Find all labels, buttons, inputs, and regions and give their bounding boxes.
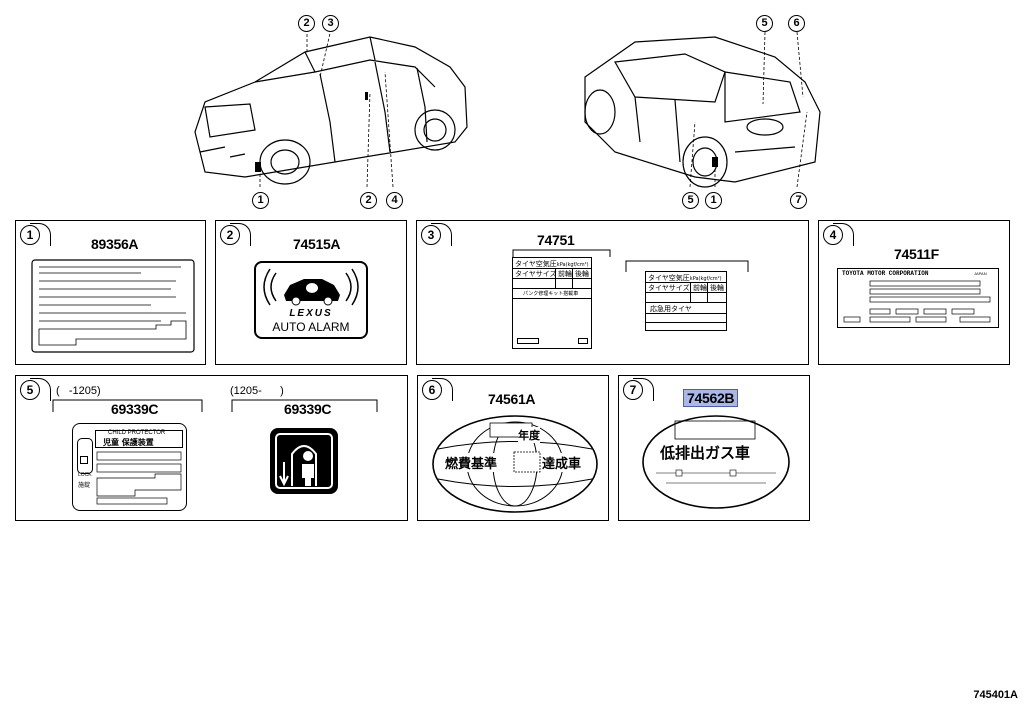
tire-a-front: 前輪 bbox=[558, 270, 572, 278]
callout-front-4: 4 bbox=[386, 192, 403, 209]
child-protector-jp: 児童 保護装置 bbox=[103, 438, 154, 447]
panel-6-part-number[interactable]: 74561A bbox=[488, 391, 536, 407]
panel-4-number: 4 bbox=[823, 225, 843, 245]
tire-a-unit: kPa(kgf/cm²) bbox=[556, 262, 589, 268]
panel-2-number: 2 bbox=[220, 225, 240, 245]
tire-b-note: 応急用タイヤ bbox=[650, 305, 692, 313]
car-alarm-icon bbox=[263, 268, 359, 306]
child-lock-icon-label bbox=[270, 428, 338, 494]
tire-pressure-label-a: タイヤ空気圧kPa(kgf/cm²) タイヤサイズ 前輪 後輪 パンク修理キット… bbox=[512, 257, 592, 349]
alarm-caption: AUTO ALARM bbox=[272, 320, 350, 334]
fuel-standard-text: 燃費基準 bbox=[445, 453, 498, 472]
callout-front-2-bottom: 2 bbox=[360, 192, 377, 209]
panel-5: 5 ( -1205) (1205- ) 69339C 69339C CHILD … bbox=[15, 375, 408, 521]
panel-2-part-number[interactable]: 74515A bbox=[293, 236, 341, 252]
range-b-label: (1205- ) bbox=[230, 385, 284, 397]
panel-2-corner bbox=[230, 223, 251, 246]
callout-rear-5-bottom: 5 bbox=[682, 192, 699, 209]
tire-pressure-label-b: タイヤ空気圧kPa(kgf/cm²) タイヤサイズ 前輪 後輪 応急用タイヤ bbox=[645, 271, 727, 331]
range-a-label: ( -1205) bbox=[56, 385, 101, 397]
part-leader-line bbox=[512, 249, 611, 257]
panel-4-corner bbox=[833, 223, 854, 246]
panel-6-corner bbox=[432, 378, 453, 401]
panel-5b-part-number[interactable]: 69339C bbox=[284, 401, 332, 417]
panel-1: 1 89356A bbox=[15, 220, 206, 365]
tire-b-unit: kPa(kgf/cm²) bbox=[689, 276, 722, 282]
panel-2: 2 74515A LEXUS AUTO ALARM bbox=[215, 220, 407, 365]
alarm-brand-text: LEXUS bbox=[289, 308, 333, 319]
panel-6: 6 74561A 年度 燃費基準 達成車 bbox=[417, 375, 609, 521]
panel-5a-part-number[interactable]: 69339C bbox=[111, 401, 159, 417]
panel-5-corner bbox=[30, 378, 51, 401]
vin-plate-country: JAPAN bbox=[974, 271, 987, 276]
vin-plate-maker: TOYOTA MOTOR CORPORATION bbox=[842, 270, 929, 277]
panel-7: 7 74562B 低排出ガス車 bbox=[618, 375, 810, 521]
panel-3-number: 3 bbox=[421, 225, 441, 245]
callout-front-1: 1 bbox=[252, 192, 269, 209]
vin-plate-label: TOYOTA MOTOR CORPORATION JAPAN bbox=[837, 268, 999, 328]
callout-rear-6: 6 bbox=[788, 15, 805, 32]
callout-front-3: 3 bbox=[322, 15, 339, 32]
panel-3-corner bbox=[431, 223, 452, 246]
tire-a-title: タイヤ空気圧 bbox=[515, 260, 557, 268]
lock-text: LOCK bbox=[78, 472, 92, 478]
panel-7-corner bbox=[633, 378, 654, 401]
fuel-achieved-text: 達成車 bbox=[542, 453, 582, 472]
tire-b-size: タイヤサイズ bbox=[648, 284, 690, 292]
callout-rear-5-top: 5 bbox=[756, 15, 773, 32]
panel-3-part-number[interactable]: 74751 bbox=[537, 232, 575, 248]
callout-front-2-top: 2 bbox=[298, 15, 315, 32]
fuel-year-text: 年度 bbox=[518, 427, 540, 443]
tire-b-rear: 後輪 bbox=[710, 284, 724, 292]
tire-a-size: タイヤサイズ bbox=[515, 270, 557, 278]
tire-a-rear: 後輪 bbox=[575, 270, 589, 278]
tire-a-note: パンク修理キット搭載車 bbox=[523, 291, 579, 297]
panel-7-number: 7 bbox=[623, 380, 643, 400]
panel-6-number: 6 bbox=[422, 380, 442, 400]
panel-4-part-number[interactable]: 74511F bbox=[894, 246, 939, 262]
child-protector-title: CHILD PROTECTOR bbox=[108, 430, 166, 436]
panel-7-part-number[interactable]: 74562B bbox=[683, 389, 739, 407]
panel-5-number: 5 bbox=[20, 380, 40, 400]
callout-rear-1: 1 bbox=[705, 192, 722, 209]
low-emission-label bbox=[642, 415, 790, 509]
front-car-illustration bbox=[194, 28, 468, 188]
child-protector-label: CHILD PROTECTOR 児童 保護装置 LOCK 施錠 bbox=[72, 423, 187, 511]
tire-b-front: 前輪 bbox=[693, 284, 707, 292]
diagram-code: 745401A bbox=[973, 689, 1018, 701]
panel-1-part-number[interactable]: 89356A bbox=[91, 236, 139, 252]
panel-4: 4 74511F TOYOTA MOTOR CORPORATION JAPAN bbox=[818, 220, 1010, 365]
callout-rear-7: 7 bbox=[790, 192, 807, 209]
rear-car-illustration bbox=[584, 31, 821, 188]
child-lock-icon bbox=[275, 433, 333, 489]
label-b-bracket bbox=[625, 260, 749, 272]
lock-jp-text: 施錠 bbox=[78, 482, 91, 489]
low-emission-text: 低排出ガス車 bbox=[660, 444, 751, 462]
tire-b-title: タイヤ空気圧 bbox=[648, 274, 690, 282]
panel-1-number: 1 bbox=[20, 225, 40, 245]
caution-label-graphic bbox=[31, 259, 195, 353]
auto-alarm-label: LEXUS AUTO ALARM bbox=[254, 261, 368, 339]
panel-3: 3 74751 タイヤ空気圧kPa(kgf/cm²) タイヤサイズ 前輪 後輪 … bbox=[416, 220, 809, 365]
panel-1-corner bbox=[30, 223, 51, 246]
range-brackets bbox=[52, 399, 378, 412]
